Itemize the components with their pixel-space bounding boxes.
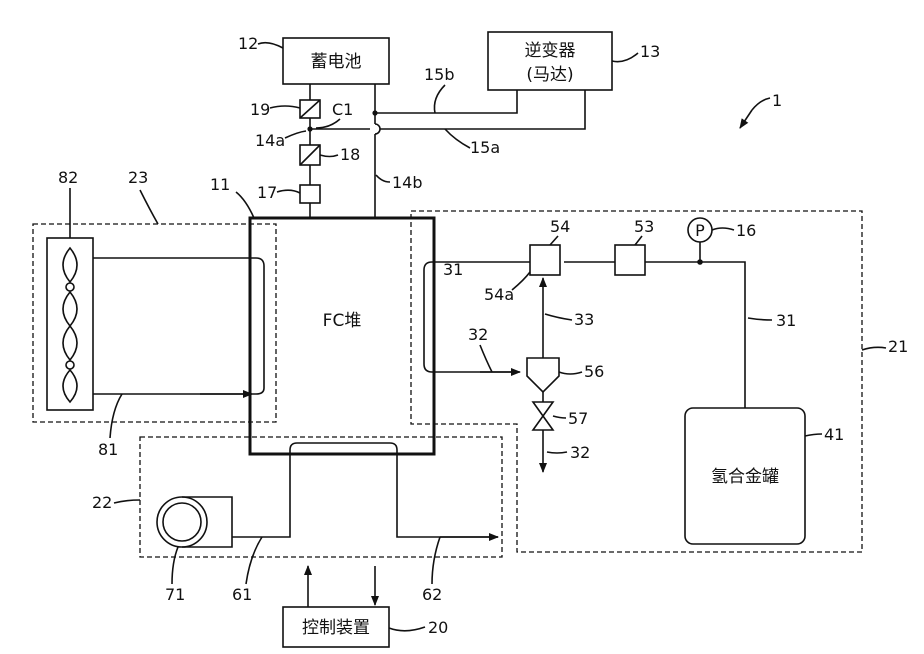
separator-56 [527,358,559,392]
wire-15b [375,90,517,113]
label-41: 41 [824,425,844,444]
valve-54-box [530,245,560,275]
label-16: 16 [736,221,756,240]
label-54a: 54a [484,285,514,304]
component-17-box [300,185,320,203]
label-57: 57 [568,409,588,428]
label-12: 12 [238,34,258,53]
label-18: 18 [340,145,360,164]
label-13: 13 [640,42,660,61]
label-32-bottom: 32 [570,443,590,462]
label-system-1: 1 [772,91,782,110]
valve-57 [533,402,553,430]
label-33: 33 [574,310,594,329]
label-23: 23 [128,168,148,187]
coolant-loop [93,258,264,394]
label-14b: 14b [392,173,423,192]
battery-text: 蓄电池 [311,52,362,72]
anode-loop [424,262,530,372]
label-81: 81 [98,440,118,459]
fc-stack-text: FC堆 [323,311,362,331]
wire-14b-crossover [375,124,380,134]
hydrogen-tank-text: 氢合金罐 [711,467,779,487]
label-14a: 14a [255,131,285,150]
pressure-sensor-symbol: P [695,221,705,240]
controller-text: 控制装置 [302,618,370,638]
pipe-31-to-tank [700,262,745,408]
blower-inner [163,503,201,541]
label-71: 71 [165,585,185,604]
label-54: 54 [550,217,570,236]
fc-stack-box [250,218,434,454]
label-c1: C1 [332,100,353,119]
label-22: 22 [92,493,112,512]
label-19: 19 [250,100,270,119]
label-21: 21 [888,337,908,356]
radiator-box [47,238,93,410]
blower-outer [157,497,207,547]
inverter-text-line2: (马达) [526,65,573,85]
label-11: 11 [210,175,230,194]
label-15a: 15a [470,138,500,157]
label-20: 20 [428,618,448,637]
inverter-text-line1: 逆变器 [525,41,576,61]
component-53-box [615,245,645,275]
label-32-top: 32 [468,325,488,344]
label-61: 61 [232,585,252,604]
label-56: 56 [584,362,604,381]
label-62: 62 [422,585,442,604]
air-path [232,443,498,537]
label-17: 17 [257,183,277,202]
label-31-right: 31 [776,311,796,330]
label-31-left: 31 [443,260,463,279]
label-82: 82 [58,168,78,187]
label-53: 53 [634,217,654,236]
label-15b: 15b [424,65,455,84]
